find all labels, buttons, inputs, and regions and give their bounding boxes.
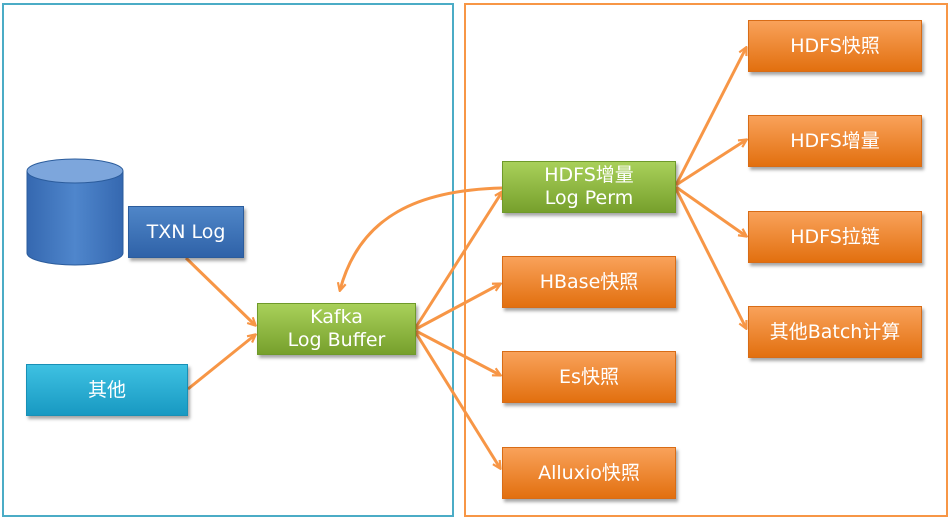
arrow-kafka-to-alluxio — [414, 332, 500, 468]
alluxio-snapshot-label: Alluxio快照 — [538, 461, 640, 484]
txn-log-box: TXN Log — [128, 206, 244, 258]
es-snapshot-box: Es快照 — [502, 351, 676, 403]
arrow-perm-to-hdfs-incremental — [675, 140, 746, 187]
hdfs-snapshot-box: HDFS快照 — [748, 20, 922, 72]
other-batch-label: 其他Batch计算 — [769, 320, 901, 343]
kafka-log-buffer-box: Kafka Log Buffer — [257, 303, 416, 355]
kafka-label-line1: Kafka — [310, 306, 363, 328]
right-panel — [464, 3, 948, 517]
txn-log-label: TXN Log — [146, 220, 226, 243]
hdfs-perm-label-line2: Log Perm — [544, 187, 634, 209]
arrow-perm-to-other-batch — [674, 188, 746, 328]
database-cylinder-icon — [26, 158, 124, 266]
left-panel — [2, 3, 454, 517]
hdfs-incremental-label: HDFS增量 — [790, 129, 880, 152]
arrow-perm-to-hdfs-zipper — [675, 185, 746, 236]
es-snapshot-label: Es快照 — [559, 365, 619, 388]
arrow-kafka-to-hbase — [415, 284, 500, 331]
alluxio-snapshot-box: Alluxio快照 — [502, 447, 676, 499]
hdfs-zipper-box: HDFS拉链 — [748, 211, 922, 263]
arrow-txn-to-kafka — [184, 256, 255, 325]
other-source-box: 其他 — [26, 364, 188, 416]
hdfs-incremental-box: HDFS增量 — [748, 115, 922, 167]
arrow-perm-to-hdfs-snapshot — [674, 48, 746, 186]
other-batch-box: 其他Batch计算 — [748, 306, 922, 358]
hdfs-perm-label-line1: HDFS增量 — [544, 164, 634, 186]
hbase-snapshot-box: HBase快照 — [502, 256, 676, 308]
arrow-kafka-to-hdfs-perm — [414, 192, 502, 328]
hdfs-zipper-label: HDFS拉链 — [790, 225, 880, 248]
arrow-kafka-to-es — [415, 329, 500, 375]
other-source-label: 其他 — [87, 378, 126, 401]
hbase-snapshot-label: HBase快照 — [539, 270, 639, 293]
hdfs-incr-log-perm-box: HDFS增量 Log Perm — [502, 161, 676, 213]
arrow-perm-to-kafka-curve — [340, 186, 503, 290]
arrow-other-to-kafka — [187, 335, 255, 391]
hdfs-snapshot-label: HDFS快照 — [790, 34, 880, 57]
kafka-label-line2: Log Buffer — [287, 329, 386, 351]
